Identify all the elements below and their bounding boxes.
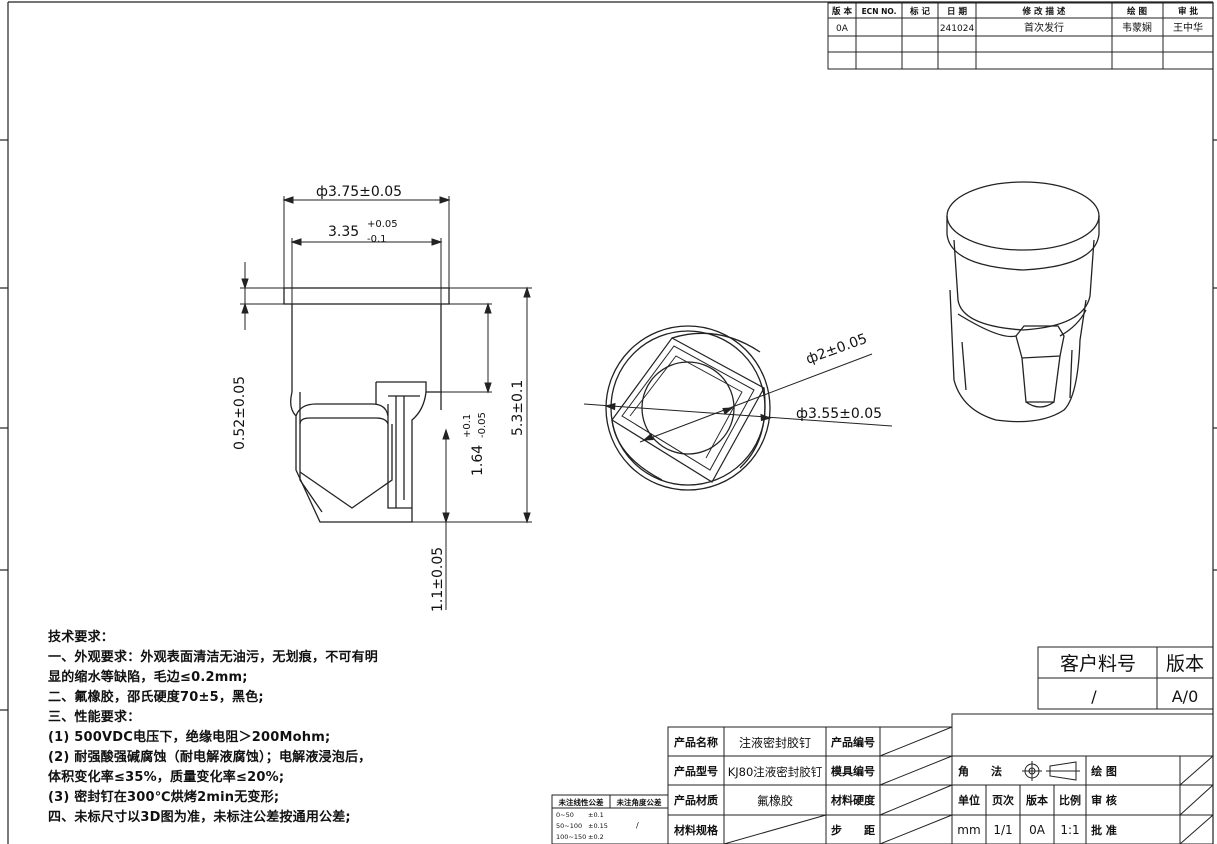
customer-part-label: 客户料号 (1060, 653, 1136, 675)
side-view (283, 287, 450, 523)
tech-requirement-line-8: (3) 密封钉在300℃烘烤2min无变形; (48, 790, 280, 805)
scale-label: 比例 (1059, 793, 1081, 807)
title-block: 产品名称 注液密封胶钉 产品编号 产品型号 KJ80注液密封胶钉 模具编号 产品… (667, 713, 1214, 844)
drawer-label: 绘 图 (1091, 764, 1117, 778)
tol-range-1: 0~50 (556, 811, 574, 819)
dim-height-11: 1.1±0.05 (430, 547, 446, 612)
tol-header-angle: 未注角度公差 (617, 797, 662, 807)
customer-rev-label: 版本 (1166, 653, 1204, 675)
review-label: 审 核 (1091, 793, 1117, 807)
revision-table: 版 本 ECN NO. 标 记 日 期 修 改 描 述 绘 图 审 批 0A 2… (827, 2, 1214, 70)
tech-requirement-line-6: (2) 耐强酸强碱腐蚀（耐电解液腐蚀）；电解液浸泡后， (48, 750, 372, 765)
dim-height-164-tol-lower: -0.05 (477, 412, 488, 438)
customer-rev-value: A/0 (1172, 687, 1199, 706)
rev-label: 版本 (1026, 793, 1048, 807)
isometric-view (946, 181, 1100, 423)
scale-value: 1:1 (1060, 823, 1079, 837)
mold-no-label: 模具编号 (831, 764, 875, 778)
projection-symbol-icon (1022, 761, 1080, 781)
tech-requirement-line-3: 二、氟橡胶，邵氏硬度70±5，黑色; (48, 690, 264, 705)
tech-requirement-line-4: 三、性能要求： (48, 710, 141, 725)
product-name-label: 产品名称 (674, 735, 718, 749)
material-label: 产品材质 (674, 793, 718, 807)
rev-header-approve: 审 批 (1178, 6, 1198, 17)
top-view-dimension-lines (583, 353, 893, 443)
rev-value: 0A (1029, 823, 1046, 837)
unit-label: 单位 (958, 793, 980, 807)
product-model-label: 产品型号 (674, 764, 718, 778)
rev-row-drawn: 韦蒙娴 (1122, 21, 1152, 34)
rev-row-approver: 王中华 (1173, 21, 1203, 34)
dim-outer-diameter: ф3.55±0.05 (796, 406, 882, 422)
tech-requirement-line-5: (1) 500VDC电压下，绝缘电阻＞200Mohm; (48, 730, 331, 745)
angle-label: 角 法 (958, 764, 1002, 778)
top-view (605, 325, 771, 491)
approve-label: 批 准 (1091, 823, 1117, 837)
rev-header-desc: 修 改 描 述 (1022, 6, 1066, 17)
tol-header-linear: 未注线性公差 (559, 797, 604, 807)
dim-height-052: 0.52±0.05 (232, 376, 248, 450)
rev-row-date: 241024 (940, 24, 975, 34)
tol-range-2: 50~100 (556, 822, 582, 830)
side-view-dimension-lines (240, 196, 532, 610)
tech-requirement-line-2: 显的缩水等缺陷，毛边≤0.2mm; (48, 670, 248, 685)
rev-header-mark: 标 记 (909, 6, 930, 17)
product-no-label: 产品编号 (831, 735, 875, 749)
tol-value-1: ±0.1 (588, 811, 604, 819)
dim-top-diameter: ф3.75±0.05 (316, 184, 402, 200)
tech-requirement-line-9: 四、未标尺寸以3D图为准，未标注公差按通用公差; (48, 810, 351, 825)
product-model-value: KJ80注液密封胶钉 (728, 765, 823, 779)
hardness-label: 材料硬度 (831, 793, 876, 807)
rev-row-desc: 首次发行 (1024, 21, 1064, 34)
dim-inner-diameter: 3.35 (328, 224, 359, 240)
tol-range-3: 100~150 (556, 833, 586, 841)
tech-requirement-line-7: 体积变化率≤35%，质量变化率≤20%; (48, 770, 285, 785)
tol-angle-value: / (636, 821, 639, 830)
page-label: 页次 (992, 793, 1014, 807)
rev-header-drawn: 绘 图 (1127, 6, 1147, 17)
tol-value-3: ±0.2 (588, 833, 604, 841)
tech-requirements-title: 技术要求： (48, 630, 115, 645)
customer-part-value: / (1091, 687, 1097, 706)
step-label: 步 距 (831, 823, 875, 837)
material-value: 氟橡胶 (757, 793, 793, 808)
dim-hole-diameter: ф2±0.05 (804, 331, 869, 368)
spec-label: 材料规格 (674, 823, 719, 837)
tol-value-2: ±0.15 (588, 822, 608, 830)
unit-value: mm (957, 823, 980, 837)
customer-box: 客户料号 版本 / A/0 (1037, 646, 1214, 710)
rev-row-version: 0A (836, 24, 849, 34)
rev-header-version: 版 本 (831, 6, 852, 17)
rev-header-date: 日 期 (947, 6, 967, 17)
dim-inner-tol-lower: -0.1 (367, 234, 387, 245)
dim-height-53: 5.3±0.1 (510, 380, 526, 436)
dim-inner-tol-upper: +0.05 (367, 219, 398, 230)
product-name-value: 注液密封胶钉 (739, 735, 811, 750)
dim-height-164: 1.64 (470, 445, 486, 476)
page-value: 1/1 (993, 823, 1012, 837)
dim-height-164-tol-upper: +0.1 (462, 414, 473, 438)
tolerance-table: 未注线性公差 未注角度公差 0~50 ±0.1 50~100 ±0.15 100… (551, 794, 669, 844)
tech-requirement-line-1: 一、外观要求：外观表面清洁无油污，无划痕，不可有明 (48, 650, 379, 665)
rev-header-ecn: ECN NO. (862, 7, 897, 16)
